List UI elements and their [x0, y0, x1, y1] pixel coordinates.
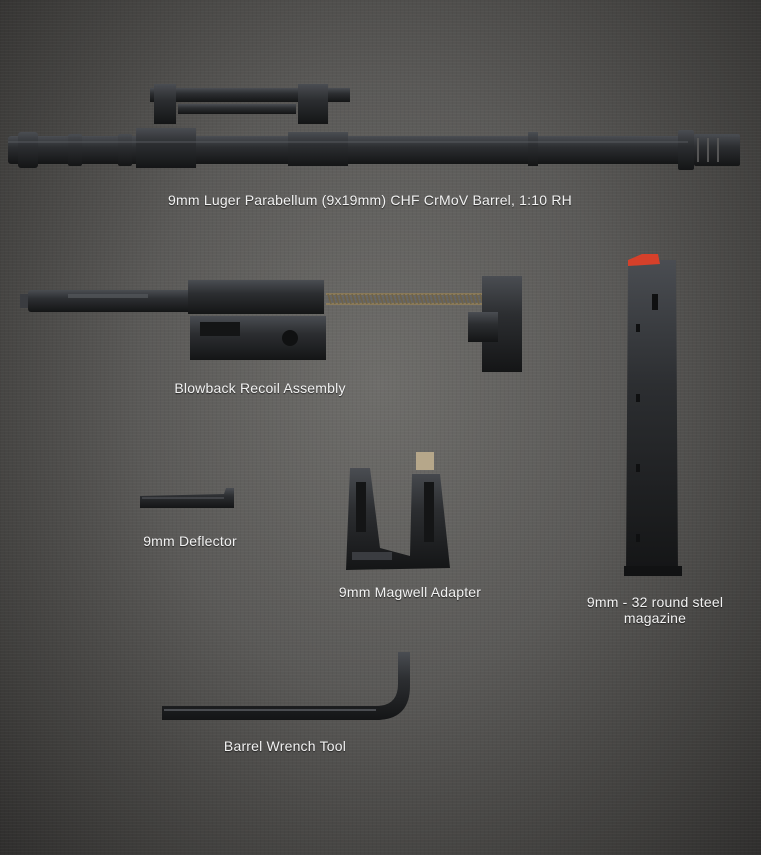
magazine-caption-line2: magazine	[623, 610, 687, 626]
magwell-adapter-caption: 9mm Magwell Adapter	[338, 584, 482, 600]
deflector-image	[140, 488, 234, 508]
magazine-image	[624, 254, 682, 576]
barrel-image	[8, 84, 740, 170]
magazine-caption-line1: 9mm - 32 round steel	[586, 594, 724, 610]
barrel-caption: 9mm Luger Parabellum (9x19mm) CHF CrMoV …	[168, 192, 572, 208]
deflector-caption: 9mm Deflector	[143, 533, 237, 549]
magwell-adapter-image	[346, 452, 450, 570]
recoil-assembly-caption: Blowback Recoil Assembly	[174, 380, 346, 396]
recoil-assembly-image	[20, 276, 522, 372]
barrel-wrench-caption: Barrel Wrench Tool	[223, 738, 347, 754]
barrel-wrench-image	[162, 652, 410, 720]
magazine-caption: 9mm - 32 round steel magazine	[560, 594, 750, 626]
